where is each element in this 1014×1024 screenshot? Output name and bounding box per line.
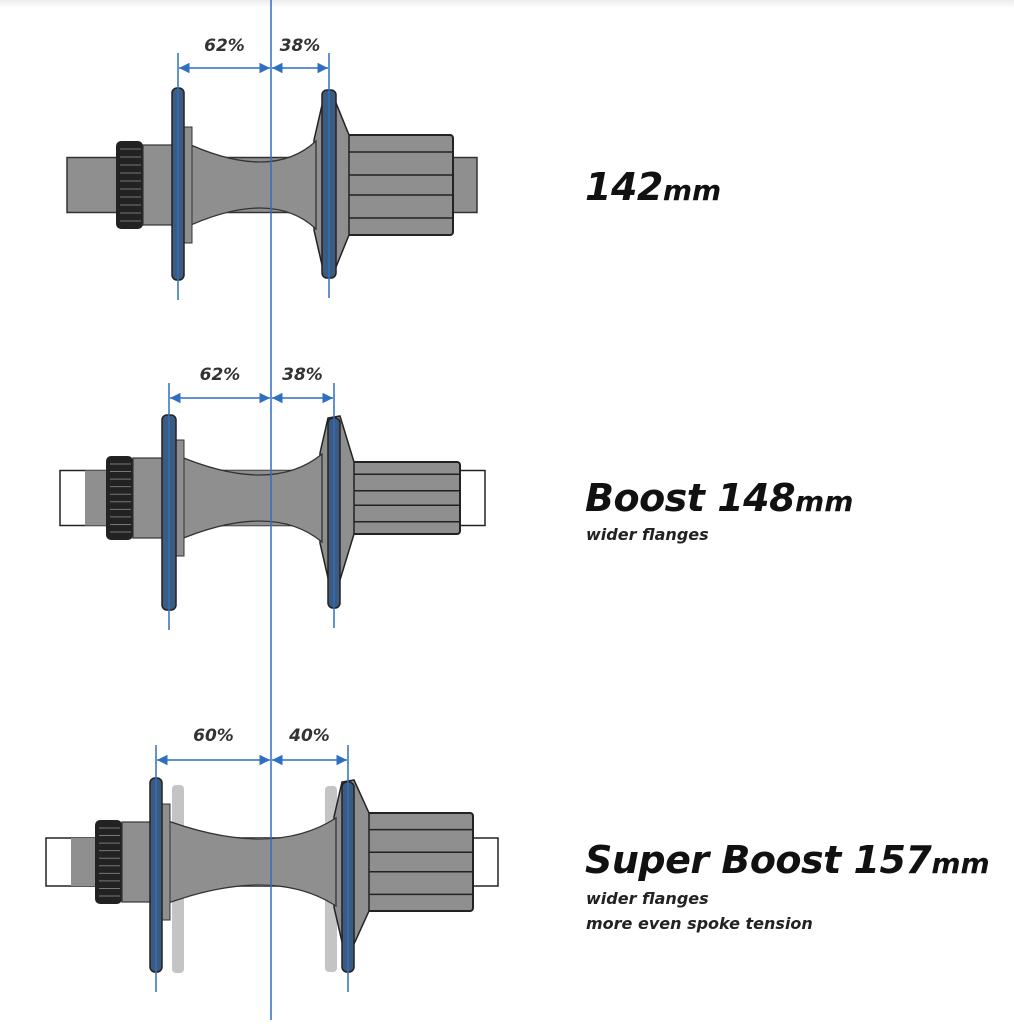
top-shadow-band — [0, 0, 1014, 8]
right-percentage-label: 38% — [282, 365, 323, 385]
hub-note-super-boost-157-2: more even spoke tension — [586, 914, 813, 933]
freehub-body — [349, 461, 461, 535]
hub-title-super-boost-157: Super Boost 157mm — [585, 838, 990, 882]
disc-lockring — [116, 141, 143, 229]
freehub-body — [344, 134, 454, 236]
left-shoulder — [142, 144, 175, 226]
hub-142: 62% 38% — [66, 36, 478, 300]
hub-note-super-boost-157-1: wider flanges — [586, 889, 709, 908]
disc-lockring — [106, 456, 133, 540]
disc-lockring — [95, 820, 122, 904]
left-shoulder — [132, 457, 165, 539]
hub-super-boost-157: 60% 40% — [45, 726, 499, 992]
right-percentage-label: 40% — [288, 726, 330, 746]
hub-title-boost-148: Boost 148mm — [585, 476, 854, 520]
hub-shell — [181, 139, 317, 231]
left-percentage-label: 60% — [193, 726, 234, 746]
left-shoulder — [121, 821, 153, 903]
right-percentage-label: 38% — [280, 36, 321, 56]
hub-shell — [159, 816, 337, 908]
freehub-body — [364, 812, 474, 912]
left-percentage-label: 62% — [204, 36, 245, 56]
hub-shell — [173, 452, 323, 544]
hub-note-boost-148: wider flanges — [586, 525, 709, 544]
left-percentage-label: 62% — [200, 365, 241, 385]
hub-title-142: 142mm — [585, 165, 722, 209]
hub-boost-148: 62% 38% — [59, 365, 486, 630]
